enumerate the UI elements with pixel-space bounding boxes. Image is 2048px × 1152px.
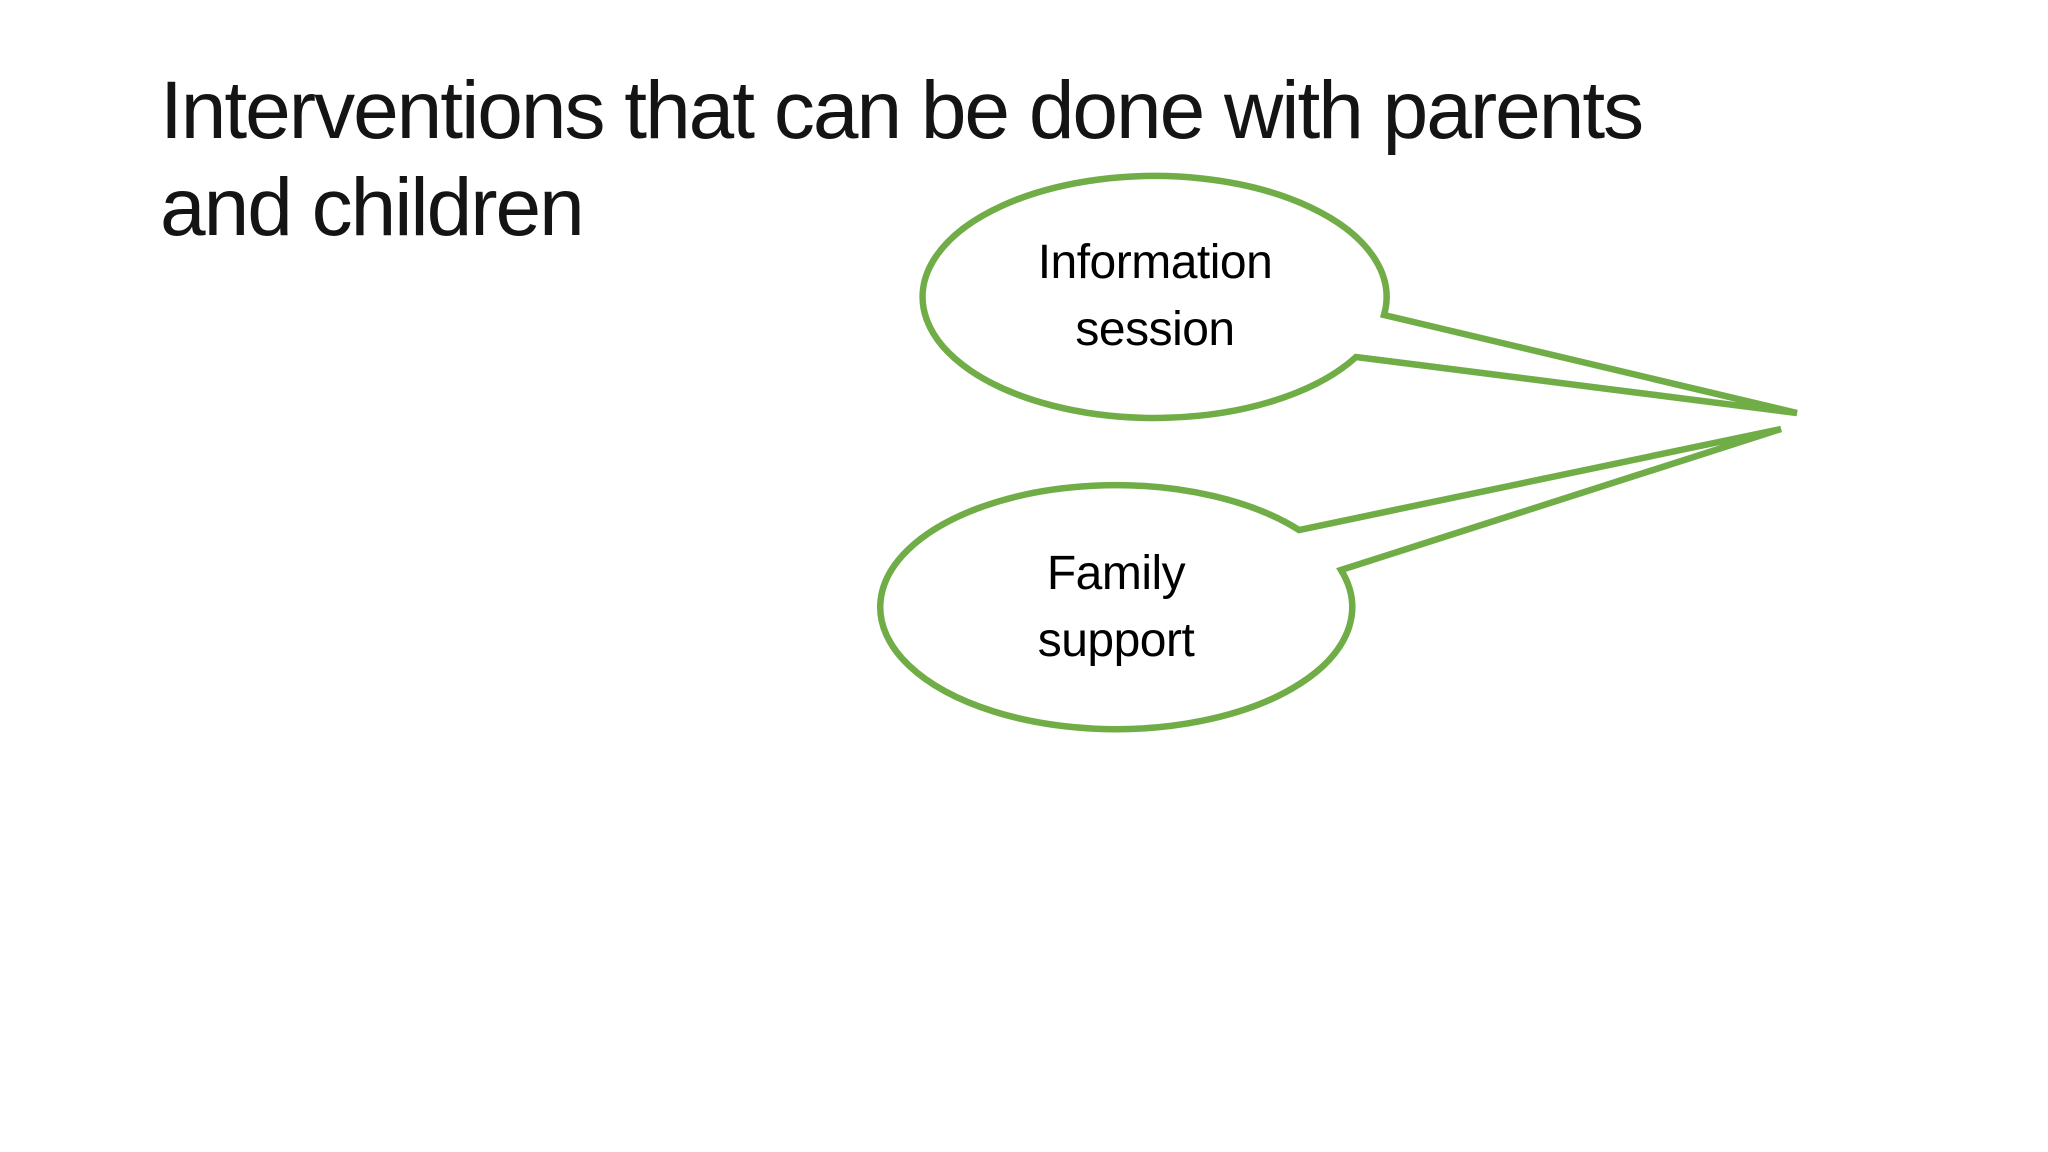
family-support-line-2: support — [1037, 614, 1195, 667]
information-session-callout-label: Information session — [923, 175, 1387, 417]
slide-title-line-2: and children — [160, 162, 585, 253]
family-support-callout-label: Family support — [880, 485, 1352, 729]
information-session-line-2: session — [1075, 303, 1235, 356]
family-support-line-1: Family — [1046, 547, 1186, 600]
family-support-callout-shape — [877, 425, 1782, 733]
slide-title-line-1: Interventions that can be done with pare… — [160, 65, 1644, 156]
slide-title: Interventions that can be done with pare… — [160, 62, 1644, 256]
information-session-line-1: Information — [1037, 236, 1273, 289]
information-session-callout-shape — [919, 172, 1798, 422]
